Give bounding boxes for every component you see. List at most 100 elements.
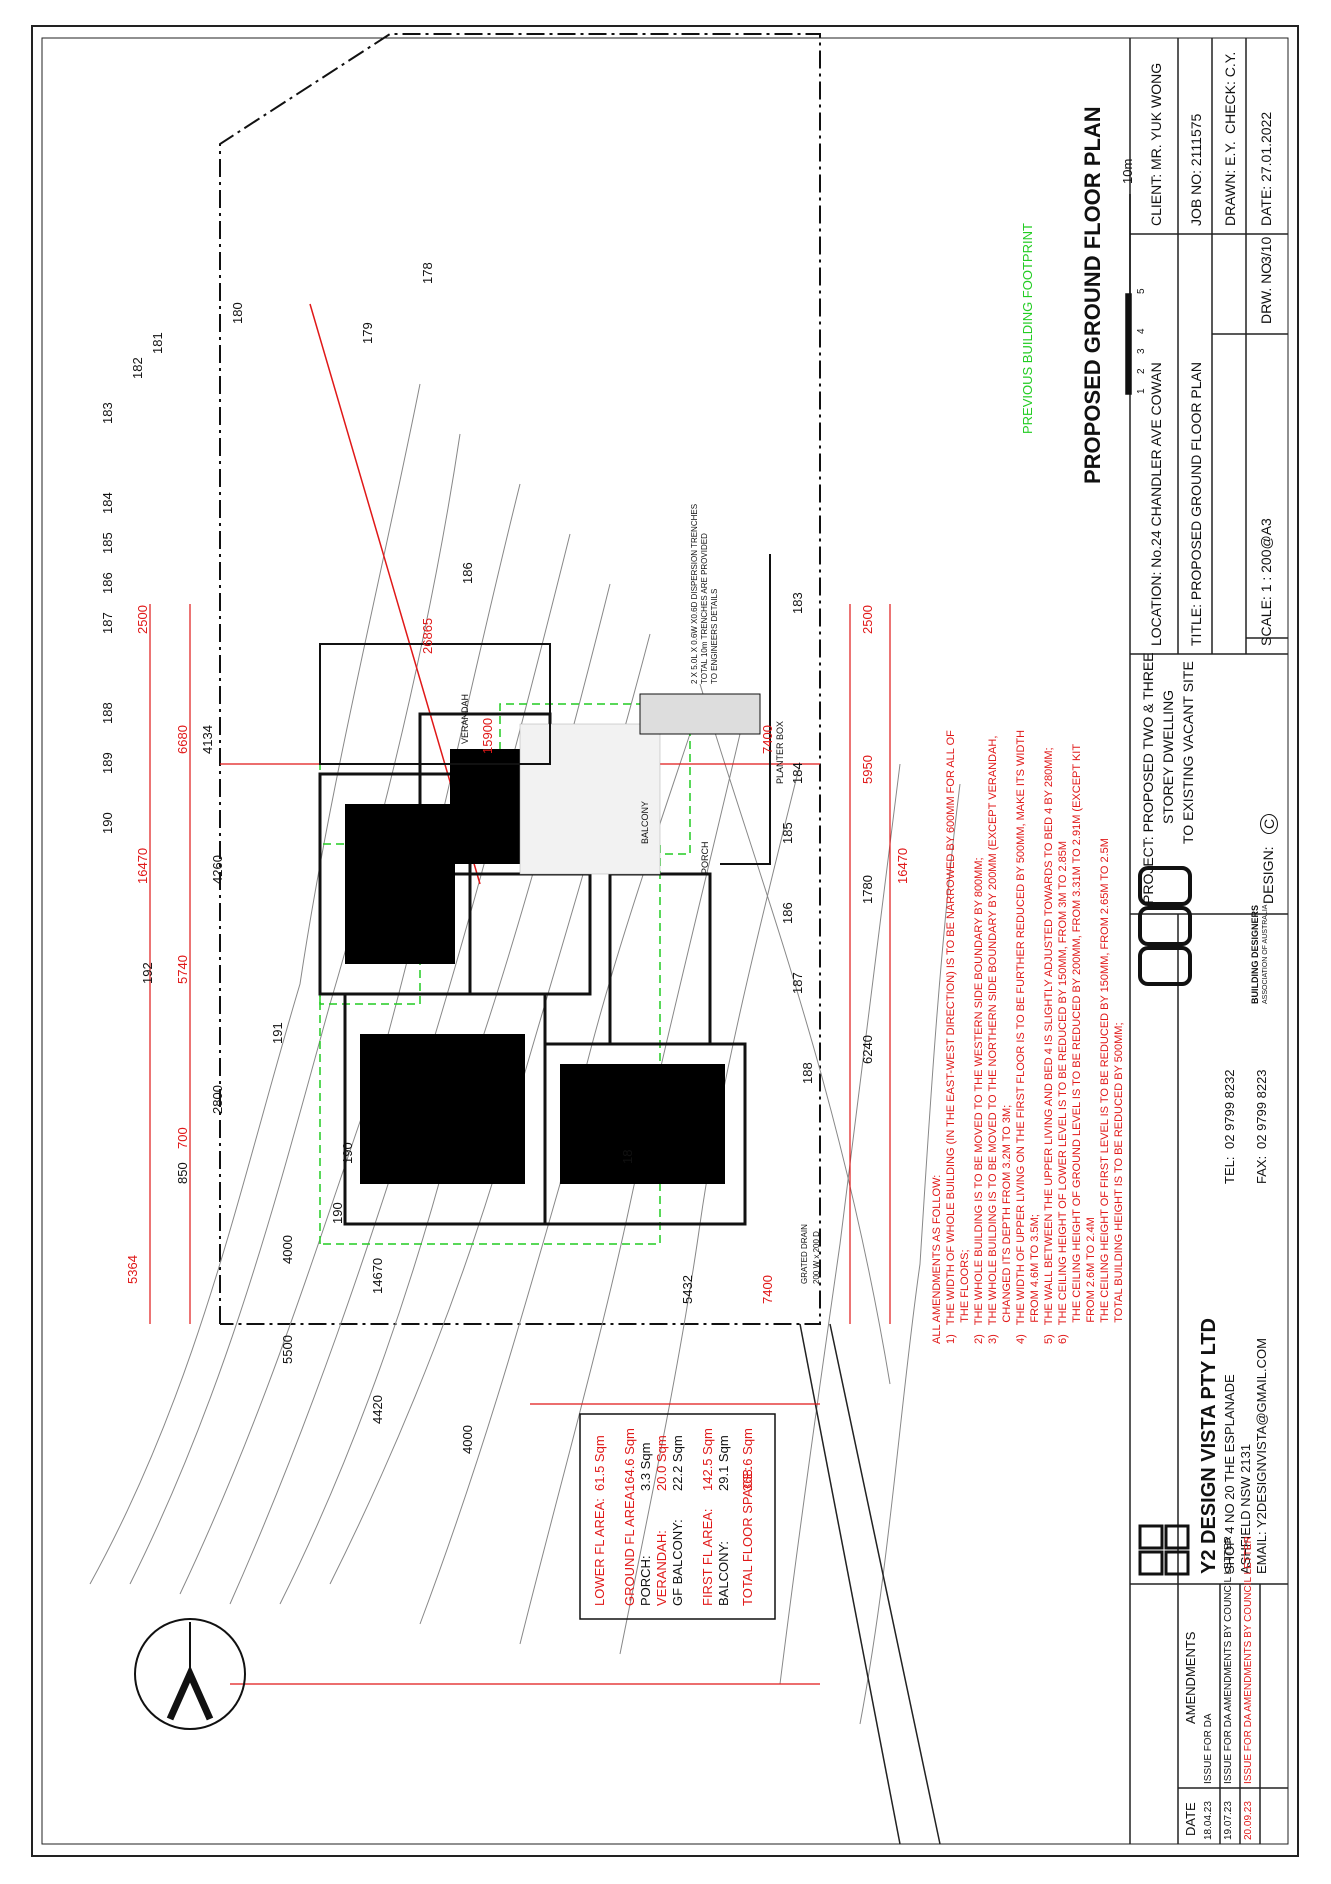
fax-number: 02 9799 8223 xyxy=(1254,1069,1269,1149)
dim-top-4: 5740 xyxy=(175,955,190,984)
bda-line2: ASSOCIATION OF AUSTRALIA xyxy=(1262,904,1269,1004)
amend-row-3-date: 20.09.23 xyxy=(1243,1801,1254,1840)
project-line1: PROJECT: PROPOSED TWO & THREE xyxy=(1140,652,1156,904)
dim-left-5: 4420 xyxy=(370,1395,385,1424)
area-label-first: FIRST FL AREA: xyxy=(700,1508,715,1606)
grated-drain-label: GRATED DRAIN xyxy=(800,1224,809,1284)
note-line-5: CHANGED ITS DEPTH FROM 3.2M TO 3M; xyxy=(1001,1104,1013,1344)
job-no: JOB NO: 2111575 xyxy=(1188,113,1204,226)
amend-row-2-text: ISSUE FOR DA AMENDMENTS BY COUNCIL LETTE… xyxy=(1223,1536,1234,1784)
dim-bottom-2: 5950 xyxy=(860,755,875,784)
scale-bar-end: 10m xyxy=(1120,158,1135,184)
dim-left-2: 4000 xyxy=(280,1235,295,1264)
verandah-label: VERANDAH xyxy=(460,693,470,744)
amend-row-1-text: ISSUE FOR DA xyxy=(1203,1713,1214,1784)
dim-bottom-5: 16470 xyxy=(895,847,910,884)
y2-logo xyxy=(1138,1524,1190,1576)
area-schedule-frame xyxy=(579,1413,776,1620)
dim-left-8: 7400 xyxy=(760,1275,775,1304)
dim-18: 18 xyxy=(620,1149,635,1164)
area-value-verandah: 20.0 Sqm xyxy=(654,1435,669,1491)
dim-top-2: 6680 xyxy=(175,725,190,754)
note-line-8: 5) THE WALL BETWEEN THE UPPER LIVING AND… xyxy=(1043,747,1055,1344)
bda-logo xyxy=(1138,866,1192,986)
note-line-2: THE FLOORS; xyxy=(959,1249,971,1344)
contour-188: 188 xyxy=(100,702,115,724)
contour-188b: 188 xyxy=(800,1062,815,1084)
dim-top-8: 16470 xyxy=(135,847,150,884)
notes-heading: ALL AMENDMENTS AS FOLLOW: xyxy=(931,1174,943,1344)
note-line-9: 6) THE CEILING HEIGHT OF LOWER LEVEL IS … xyxy=(1057,840,1069,1344)
project-line3: TO EXISTING VACANT SITE xyxy=(1180,661,1196,844)
area-value-balcony: 29.1 Sqm xyxy=(716,1435,731,1491)
dim-bottom-3: 1780 xyxy=(860,875,875,904)
area-value-gf-balcony: 22.2 Sqm xyxy=(670,1435,685,1491)
bda-line1: BUILDING DESIGNERS xyxy=(1250,904,1260,1004)
project-line2: STOREY DWELLING xyxy=(1160,689,1176,824)
dim-right-1: 4134 xyxy=(200,725,215,754)
dim-top-7: 850 xyxy=(175,1162,190,1184)
contour-183: 183 xyxy=(100,402,115,424)
area-value-ground: 164.6 Sqm xyxy=(622,1428,637,1491)
contour-185: 185 xyxy=(100,532,115,554)
contour-178: 178 xyxy=(420,262,435,284)
inner-border xyxy=(41,37,1289,1845)
dim-190: 190 xyxy=(340,1142,355,1164)
dim-right-3: 7400 xyxy=(760,725,775,754)
scale-tick-2: 2 xyxy=(1136,368,1147,374)
scale-tick-5: 5 xyxy=(1136,288,1147,294)
amend-row-3-text: ISSUE FOR DA AMENDMENTS BY COUNCIL LETTE… xyxy=(1243,1536,1254,1784)
site-boundary xyxy=(219,33,821,1325)
area-value-first: 142.5 Sqm xyxy=(700,1428,715,1491)
contour-187: 187 xyxy=(100,612,115,634)
scale-bar xyxy=(1125,194,1132,395)
contour-181: 181 xyxy=(150,332,165,354)
location: LOCATION: No.24 CHANDLER AVE COWAN xyxy=(1148,362,1164,646)
dim-top-3: 4260 xyxy=(210,855,225,884)
note-line-3: 2) THE WHOLE BUILDING IS TO BE MOVED TO … xyxy=(973,857,985,1344)
tel-number: 02 9799 8232 xyxy=(1222,1069,1237,1149)
diagonal-dimension-label: 26865 xyxy=(420,617,435,654)
dim-bottom-4: 6240 xyxy=(860,1035,875,1064)
amend-header: AMENDMENTS xyxy=(1183,1631,1198,1724)
note-line-7: FROM 4.6M TO 3.5M; xyxy=(1029,1214,1041,1344)
contour-184: 184 xyxy=(100,492,115,514)
note-line-13: TOTAL BUILDING HEIGHT IS TO BE REDUCED B… xyxy=(1113,1022,1125,1344)
contour-184b: 184 xyxy=(790,762,805,784)
design-label: DESIGN: xyxy=(1260,846,1276,904)
area-value-lower: 61.5 Sqm xyxy=(592,1435,607,1491)
note-line-6: 4) THE WIDTH OF UPPER LIVING ON THE FIRS… xyxy=(1015,729,1027,1344)
dim-top-5: 2800 xyxy=(210,1085,225,1114)
contour-190b: 190 xyxy=(330,1202,345,1224)
contour-183b: 183 xyxy=(790,592,805,614)
company-name: Y2 DESIGN VISTA PTY LTD xyxy=(1198,1318,1220,1574)
balcony-grid xyxy=(519,723,661,875)
title-field: TITLE: PROPOSED GROUND FLOOR PLAN xyxy=(1188,362,1204,646)
verandah-outline xyxy=(319,643,551,765)
scale: SCALE: 1 : 200@A3 xyxy=(1258,518,1274,646)
dim-right-2: 15900 xyxy=(480,717,495,754)
outer-border xyxy=(31,25,1299,1857)
note-line-1: 1) THE WIDTH OF WHOLE BUILDING (IN THE E… xyxy=(945,730,957,1344)
planter-label: PLANTER BOX xyxy=(775,720,785,784)
scale-tick-4: 4 xyxy=(1136,328,1147,334)
contour-180: 180 xyxy=(230,302,245,324)
amend-row-2-date: 19.07.23 xyxy=(1223,1801,1234,1840)
contour-186b: 186 xyxy=(460,562,475,584)
dim-left-4: 5500 xyxy=(280,1335,295,1364)
contour-190: 190 xyxy=(100,812,115,834)
scale-tick-1: 1 xyxy=(1136,388,1147,394)
note-line-12: THE CEILING HEIGHT OF FIRST LEVEL IS TO … xyxy=(1099,838,1111,1344)
contour-191: 191 xyxy=(270,1022,285,1044)
client: CLIENT: MR. YUK WONG xyxy=(1148,62,1164,226)
north-arrow xyxy=(134,1618,246,1730)
fax-label: FAX: xyxy=(1254,1155,1269,1184)
area-label-ground: GROUND FL AREA: xyxy=(622,1488,637,1606)
dim-bottom-1: 2500 xyxy=(860,605,875,634)
tel-label: TEL: xyxy=(1222,1156,1237,1184)
drawing-title: PROPOSED GROUND FLOOR PLAN xyxy=(1080,106,1105,484)
email: EMAIL: Y2DESIGNVISTA@GMAIL.COM xyxy=(1254,1338,1269,1574)
